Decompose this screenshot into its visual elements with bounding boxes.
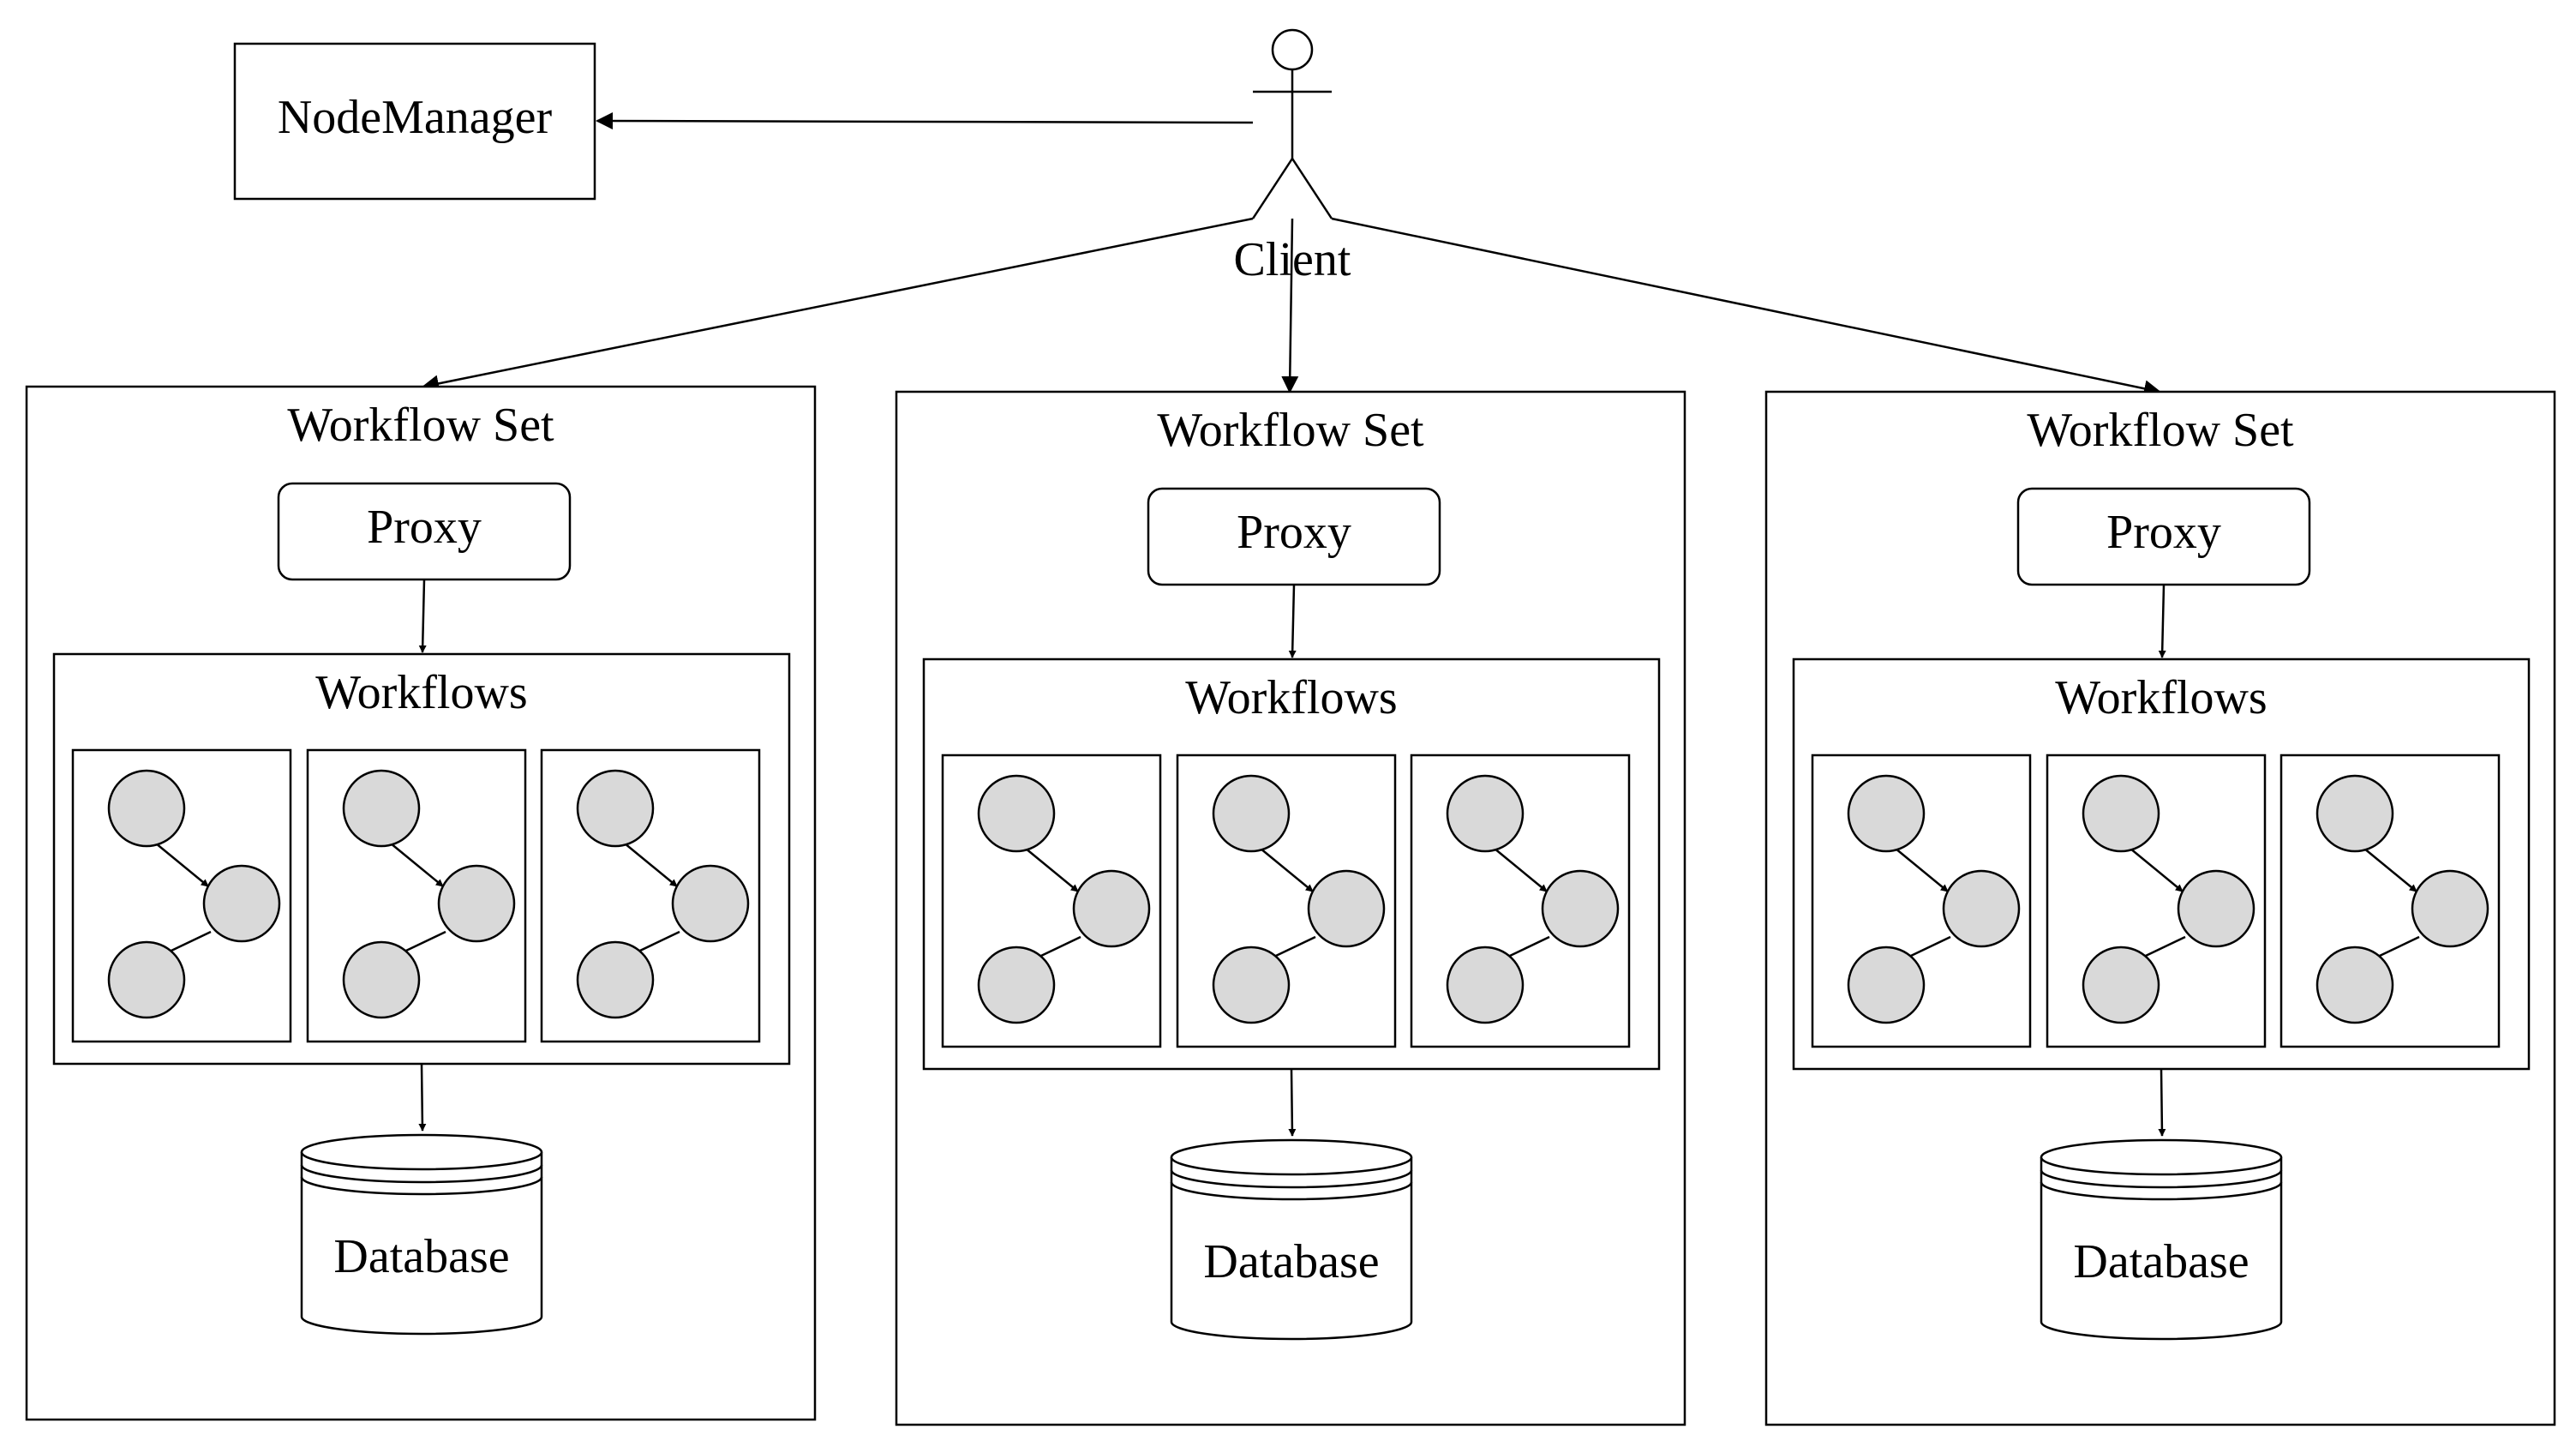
database-top (300, 1133, 543, 1171)
client-actor-legs (1251, 156, 1333, 219)
arrow-proxy-to-workflows (2158, 584, 2166, 658)
node-manager-label: NodeManager (278, 91, 553, 144)
graph-node (2411, 869, 2489, 948)
graph-node (1847, 946, 1926, 1024)
graph-edge (619, 838, 678, 887)
workflow-graph (1410, 754, 1631, 1048)
graph-edge (150, 838, 209, 887)
graph-node (1942, 869, 2021, 948)
proxy-label: Proxy (367, 501, 482, 554)
graph-node (342, 769, 421, 848)
workflow-set-title: Workflow Set (287, 399, 554, 452)
database-label: Database (1203, 1235, 1379, 1288)
graph-node (2082, 774, 2160, 853)
graph-node (342, 940, 421, 1019)
database-body (2040, 1157, 2283, 1341)
client-actor (1251, 28, 1333, 219)
graph-node (1541, 869, 1620, 948)
graph-node (437, 864, 516, 943)
proxy-label: Proxy (1237, 506, 1351, 559)
client-arrows (422, 112, 2161, 398)
workflows-label: Workflows (1185, 671, 1397, 724)
node-manager-box (233, 42, 596, 201)
graph-node (2177, 869, 2255, 948)
database-body (300, 1152, 543, 1336)
graph-node (977, 946, 1056, 1024)
workflow-graph (2279, 754, 2501, 1048)
graph-node (107, 940, 186, 1019)
workflow-graph (540, 748, 761, 1043)
arrow-client-to-nodemanager (596, 112, 1254, 130)
database-ring (1170, 1169, 1413, 1189)
database-cylinder (300, 1133, 543, 1336)
node-manager: NodeManager (233, 42, 596, 201)
graph-node (576, 940, 655, 1019)
workflows-label: Workflows (2055, 671, 2267, 724)
arrow-workflows-to-database (1288, 1068, 1297, 1137)
workflow-graph (1811, 754, 2032, 1048)
database-ring (1170, 1181, 1413, 1201)
database-cylinder (1170, 1138, 1413, 1341)
graph-node (2082, 946, 2160, 1024)
graph-node (2315, 774, 2394, 853)
graph-edge (1255, 844, 1314, 892)
database-label: Database (333, 1230, 509, 1283)
database-ring (300, 1176, 543, 1196)
arrow-client-to-set-3 (1331, 217, 2161, 398)
database-ring (2040, 1169, 2283, 1189)
graph-node (1847, 774, 1926, 853)
graph-edge (1890, 844, 1949, 892)
graph-node (977, 774, 1056, 853)
graph-node (1072, 869, 1151, 948)
database-ring (300, 1164, 543, 1184)
graph-node (107, 769, 186, 848)
graph-edge (1020, 844, 1079, 892)
workflow-graph (941, 754, 1162, 1048)
graph-node (1446, 946, 1525, 1024)
database-top (1170, 1138, 1413, 1176)
workflow-graph (2046, 754, 2267, 1048)
graph-node (1212, 774, 1291, 853)
database-body (1170, 1157, 1413, 1341)
workflow-set-title: Workflow Set (1157, 404, 1424, 457)
proxy-label: Proxy (2106, 506, 2221, 559)
graph-node (671, 864, 750, 943)
graph-edge (2358, 844, 2417, 892)
graph-node (576, 769, 655, 848)
workflow-graph (71, 748, 292, 1043)
arrow-proxy-to-workflows (1288, 584, 1297, 658)
workflow-graph (1176, 754, 1397, 1048)
arrow-workflows-to-database (2158, 1068, 2166, 1137)
arrow-client-to-set-2 (1281, 218, 1299, 393)
database-cylinder (2040, 1138, 2283, 1341)
workflow-sets: Workflow SetProxyWorkflowsDatabaseWorkfl… (25, 385, 2556, 1426)
arrow-client-to-set-1 (422, 217, 1254, 393)
arrow-proxy-to-workflows (418, 579, 427, 653)
graph-edge (2124, 844, 2184, 892)
graph-node (202, 864, 281, 943)
client-actor-head (1271, 28, 1314, 71)
database-top (2040, 1138, 2283, 1176)
database-ring (2040, 1181, 2283, 1201)
graph-node (1307, 869, 1386, 948)
graph-edge (385, 838, 444, 887)
graph-node (2315, 946, 2394, 1024)
graph-node (1212, 946, 1291, 1024)
graph-edge (1489, 844, 1548, 892)
workflow-set-title: Workflow Set (2027, 404, 2294, 457)
workflows-label: Workflows (315, 666, 527, 719)
graph-node (1446, 774, 1525, 853)
database-label: Database (2073, 1235, 2249, 1288)
workflow-graph (306, 748, 527, 1043)
